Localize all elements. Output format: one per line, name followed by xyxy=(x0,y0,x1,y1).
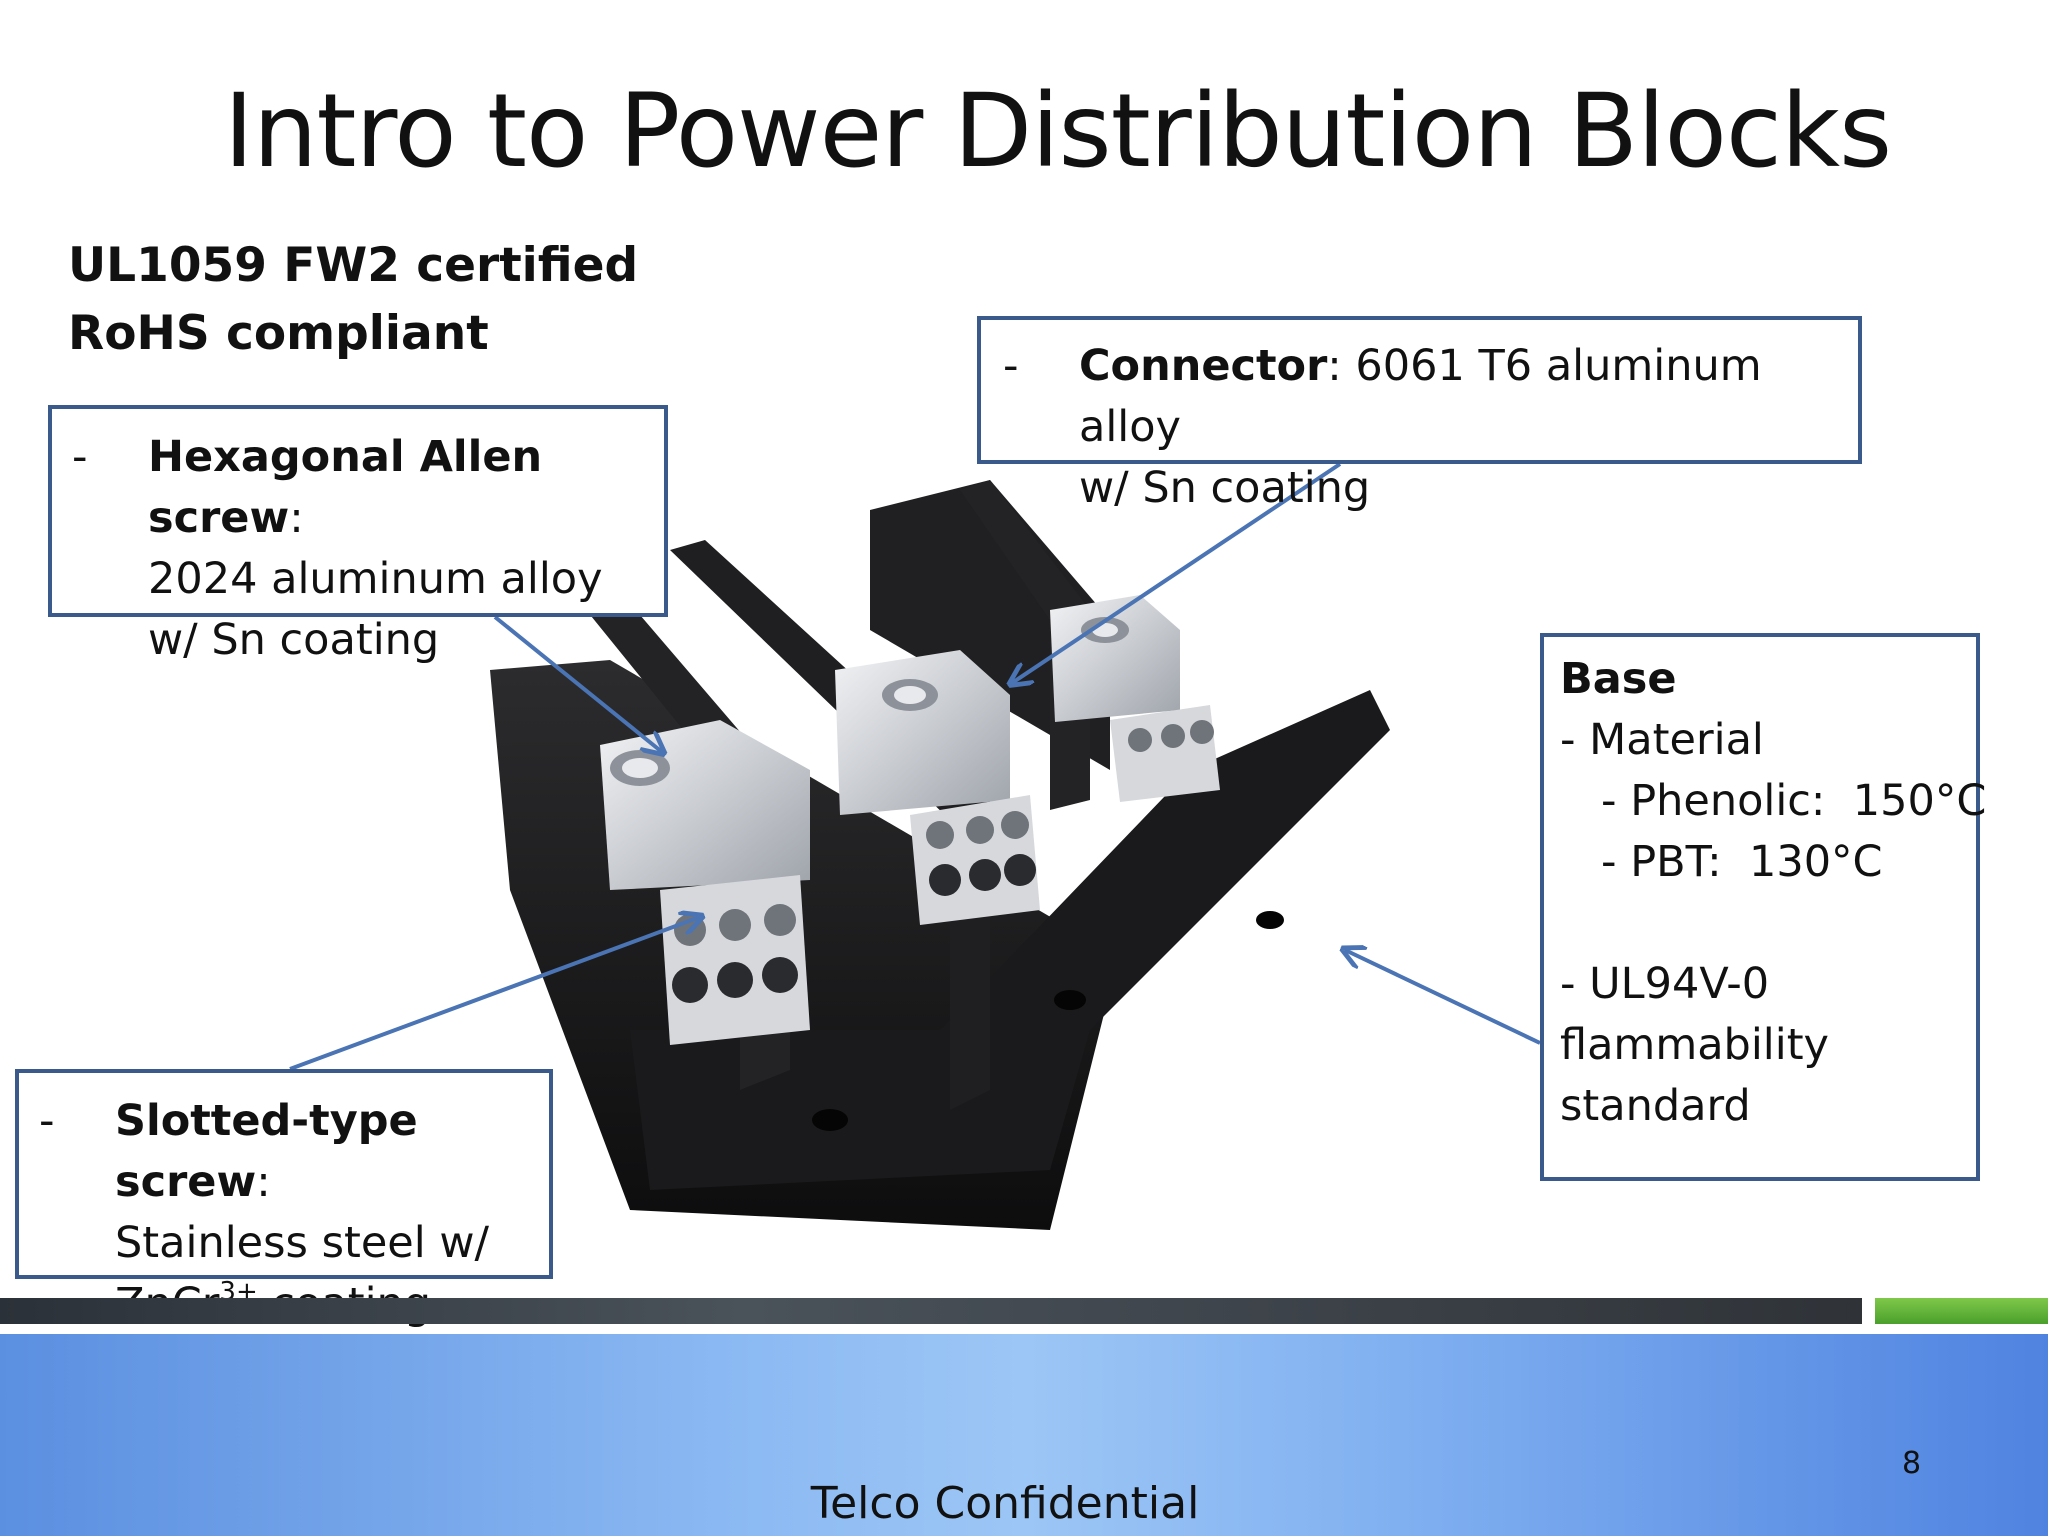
divider-mid xyxy=(960,480,1090,810)
callout-hex-screw: - Hexagonal Allen screw: 2024 aluminum a… xyxy=(48,405,668,665)
footer-band xyxy=(0,1334,2048,1536)
connector-middle xyxy=(835,650,1040,925)
mount-hole xyxy=(812,1109,848,1131)
cert-ul: UL1059 FW2 certified xyxy=(68,238,639,293)
slotted-colon: : xyxy=(256,1157,271,1207)
footer-confidential: Telco Confidential xyxy=(810,1478,1200,1529)
divider-right xyxy=(670,540,990,1110)
footer-dark-stripe xyxy=(0,1298,1862,1324)
base-standard: standard xyxy=(1560,1081,1751,1131)
mount-hole xyxy=(1054,990,1086,1010)
bullet-dash: - xyxy=(72,432,88,482)
hex-colon: : xyxy=(289,493,304,543)
callout-base: Base - Material - Phenolic: 150°C - PBT:… xyxy=(1540,633,1987,1181)
base-heading: Base xyxy=(1560,654,1677,704)
connector-label: Connector xyxy=(1079,341,1328,391)
cert-rohs: RoHS compliant xyxy=(68,306,489,361)
hex-material: 2024 aluminum alloy xyxy=(148,554,603,604)
bullet-dash: - xyxy=(39,1096,55,1146)
slotted-label: Slotted-type screw xyxy=(115,1096,418,1207)
mount-hole xyxy=(1256,911,1284,929)
base-material: - Material xyxy=(1560,715,1764,765)
slide-title: Intro to Power Distribution Blocks xyxy=(223,72,1892,191)
connector-material: : 6061 T6 aluminum alloy xyxy=(1079,341,1762,452)
bullet-dash: - xyxy=(1003,341,1019,391)
certifications: UL1059 FW2 certified RoHS compliant xyxy=(68,232,638,368)
page-number: 8 xyxy=(1902,1446,1922,1481)
connector-coating: w/ Sn coating xyxy=(1079,463,1371,513)
callout-slotted-screw: - Slotted-type screw: Stainless steel w/… xyxy=(15,1069,553,1329)
callout-connector: - Connector: 6061 T6 aluminum alloy w/ S… xyxy=(977,316,1862,513)
hex-label: Hexagonal Allen screw xyxy=(148,432,543,543)
slotted-material: Stainless steel w/ xyxy=(115,1218,490,1268)
base-floor xyxy=(630,690,1390,1190)
base-ul94: - UL94V-0 xyxy=(1560,959,1770,1009)
base-spacer xyxy=(1560,893,1976,954)
base-pbt: - PBT: 130°C xyxy=(1560,837,1883,887)
base-phenolic: - Phenolic: 150°C xyxy=(1560,776,1987,826)
base-flammability: flammability xyxy=(1560,1020,1830,1070)
footer-green-accent xyxy=(1875,1298,2048,1324)
hex-coating: w/ Sn coating xyxy=(148,615,440,665)
